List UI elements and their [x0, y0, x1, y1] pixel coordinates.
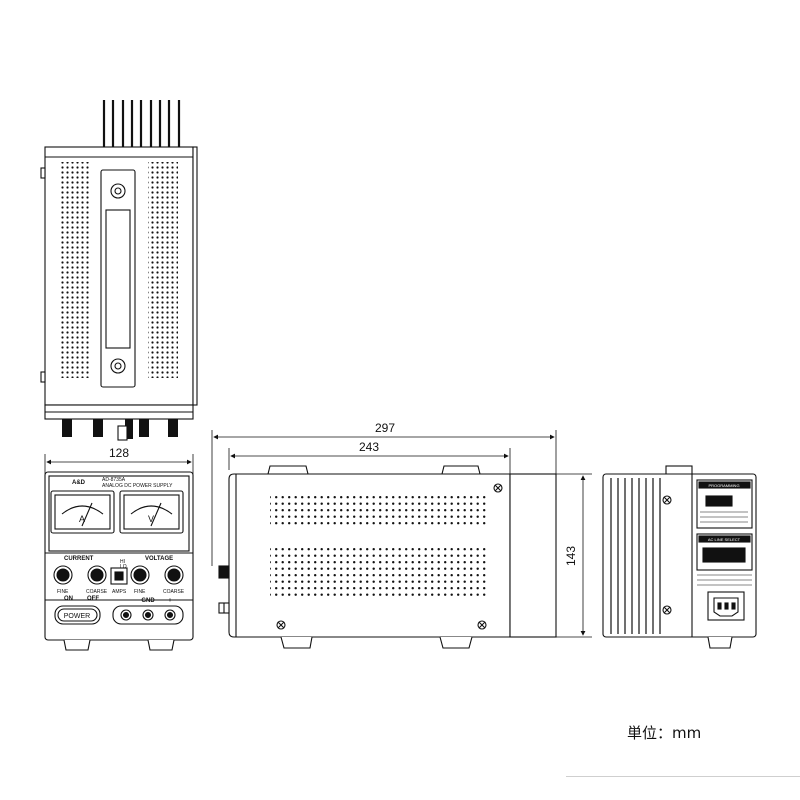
control-knobs	[53, 565, 184, 585]
rear-fins	[610, 478, 661, 634]
ammeter-unit: A	[79, 514, 85, 524]
terminal-gnd-label: GND	[141, 598, 155, 604]
dim-128	[44, 454, 194, 476]
dim-143-label: 143	[564, 546, 578, 566]
current-label: CURRENT	[64, 556, 94, 562]
dim-128-label: 128	[109, 446, 129, 460]
model-label: AD-8735A	[102, 477, 126, 483]
handle	[100, 169, 136, 388]
amps-label: AMPS	[112, 589, 127, 595]
product-label: ANALOG DC POWER SUPPLY	[102, 483, 173, 489]
vent-holes-left	[60, 162, 90, 378]
power-label: POWER	[64, 613, 90, 620]
voltage-label: VOLTAGE	[145, 556, 173, 562]
dim-243	[228, 448, 511, 478]
unit-note: 単位：mm	[627, 724, 702, 742]
side-vent-upper	[270, 494, 486, 527]
side-screws	[276, 483, 503, 630]
dim-297-label: 297	[375, 421, 395, 435]
terminal-minus-label: −	[124, 598, 128, 604]
terminal-plus-label: +	[168, 598, 172, 604]
current-coarse-label: COARSE	[86, 589, 108, 595]
programming-label: PROGRAMMING	[708, 483, 739, 488]
vent-holes-right	[148, 162, 178, 378]
voltmeter-unit: V	[148, 514, 154, 524]
front-view	[44, 454, 194, 651]
off-label: OFF	[87, 596, 99, 602]
top-view-knobs	[62, 419, 178, 439]
on-label: ON	[64, 596, 73, 602]
dim-243-label: 243	[359, 440, 379, 454]
side-view	[211, 430, 592, 649]
ac-line-select-label: AC LINE SELECT	[708, 537, 741, 542]
hi-label: HI	[120, 559, 125, 565]
dim-297	[211, 430, 557, 566]
voltage-fine-label: FINE	[134, 589, 146, 595]
top-view	[40, 100, 198, 441]
side-vent-lower	[270, 547, 486, 597]
voltage-coarse-label: COARSE	[163, 589, 185, 595]
brand-logo: A&D	[72, 480, 86, 486]
bottom-rule	[566, 776, 800, 777]
top-view-fins	[102, 100, 181, 147]
current-fine-label: FINE	[57, 589, 69, 595]
rear-view	[602, 465, 757, 649]
lo-label: LO	[120, 564, 127, 570]
